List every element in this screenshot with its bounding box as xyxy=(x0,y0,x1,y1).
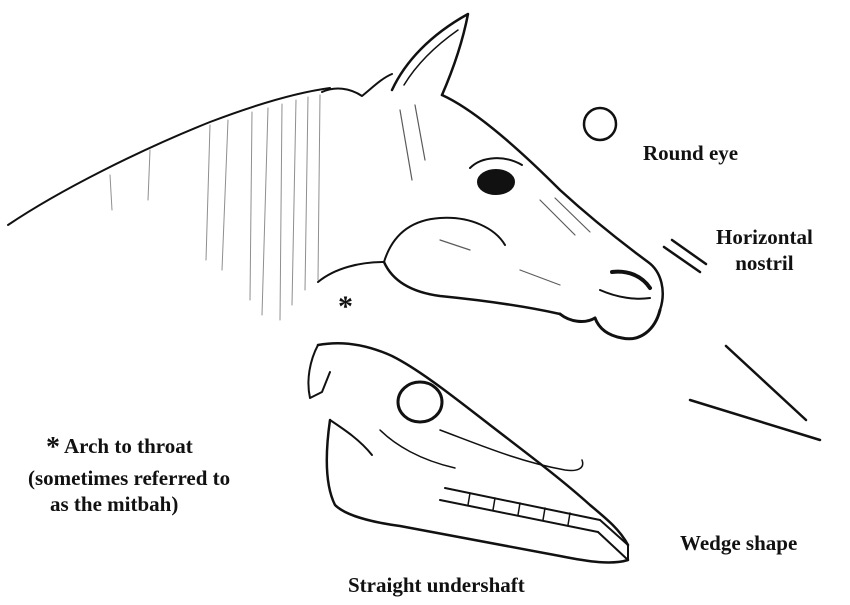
head-shading xyxy=(400,105,590,285)
face-profile xyxy=(442,95,663,310)
round-eye-label: Round eye xyxy=(643,140,738,166)
skull-occiput xyxy=(308,345,330,398)
skull-orbit xyxy=(398,382,442,422)
wedge-shape-symbol xyxy=(690,346,820,440)
mandible-outline xyxy=(327,420,628,563)
horizontal-nostril-symbol xyxy=(664,240,706,272)
facial-crest xyxy=(380,430,455,468)
wedge-shape-label: Wedge shape xyxy=(680,530,797,556)
mane-outline xyxy=(322,74,392,96)
horse-eye xyxy=(478,170,514,194)
ear-outline xyxy=(392,14,468,95)
nostril-shade xyxy=(600,290,650,299)
horizontal-nostril-label-line2: nostril xyxy=(716,250,813,276)
muzzle xyxy=(595,310,660,339)
skull-illustration xyxy=(308,343,628,562)
arch-to-throat-line1: *Arch to throat xyxy=(28,430,230,465)
throat-arch xyxy=(318,262,384,282)
arch-to-throat-line3: as the mitbah) xyxy=(28,491,230,517)
arch-to-throat-label: *Arch to throat (sometimes referred to a… xyxy=(28,430,230,518)
cheek-line xyxy=(384,218,505,262)
nostril xyxy=(612,272,650,288)
horse-head-illustration xyxy=(8,14,663,339)
arch-to-throat-line2: (sometimes referred to xyxy=(28,465,230,491)
horizontal-nostril-label-line1: Horizontal xyxy=(716,224,813,250)
mandible-ramus xyxy=(330,420,372,455)
straight-undershaft-label: Straight undershaft xyxy=(348,572,525,598)
throat-asterisk: * xyxy=(338,290,353,323)
arch-asterisk: * xyxy=(46,432,60,463)
skull-top xyxy=(318,343,628,545)
eye-brow xyxy=(470,158,522,168)
arch-to-throat-text: Arch to throat xyxy=(64,434,193,458)
lower-lip xyxy=(560,314,595,321)
horizontal-nostril-label: Horizontal nostril xyxy=(716,224,813,277)
round-eye-symbol xyxy=(584,108,616,140)
nasal-bone xyxy=(440,430,583,471)
neck-shading xyxy=(110,95,320,320)
jaw-line xyxy=(384,262,560,314)
